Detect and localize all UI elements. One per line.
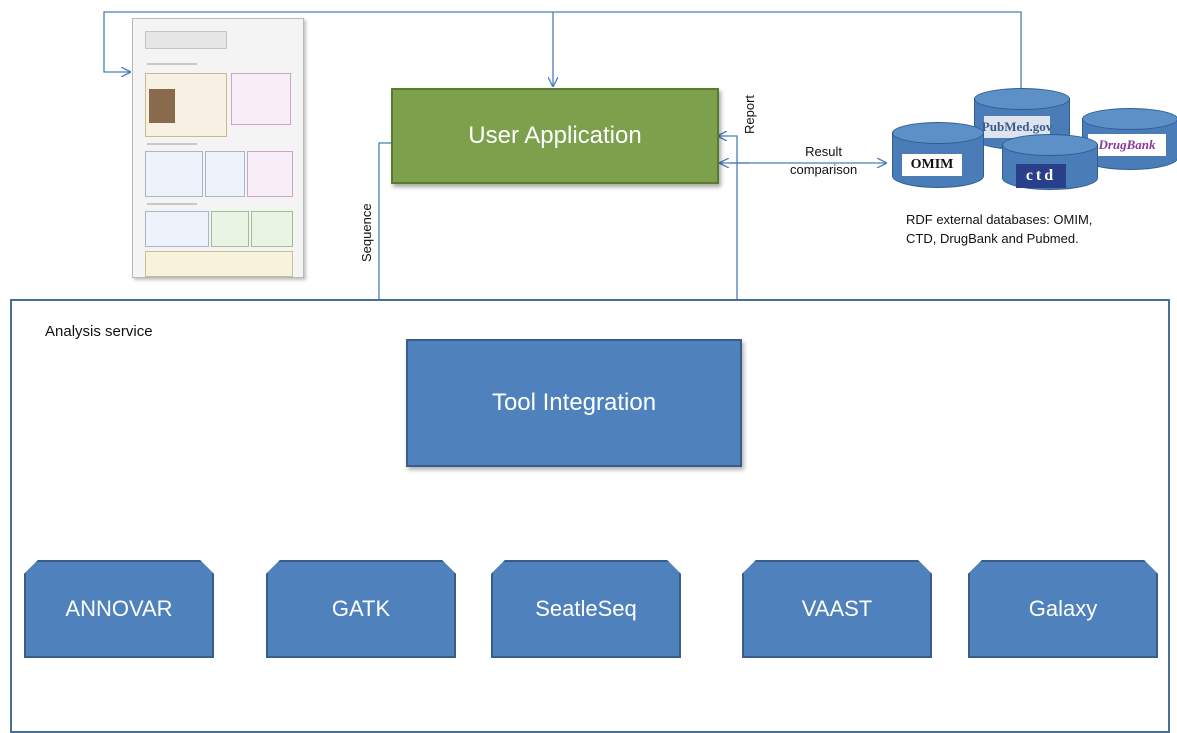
report-thumbnail [132, 18, 304, 278]
analysis-service-title: Analysis service [45, 323, 153, 340]
report-line [718, 136, 738, 299]
tool-annovar: ANNOVAR [24, 560, 214, 658]
databases-caption: RDF external databases: OMIM, CTD, DrugB… [906, 212, 1093, 246]
omim-database: OMIM [892, 122, 984, 188]
tool-vaast: VAAST [742, 560, 932, 658]
tool-seatleseq-label: SeatleSeq [535, 596, 637, 621]
tool-integration-box: Tool Integration [406, 339, 742, 467]
tool-integration-label: Tool Integration [491, 389, 657, 416]
top-feedback-line [103, 11, 1022, 112]
result-comparison-label: Result comparison [790, 144, 858, 177]
tool-annovar-label: ANNOVAR [65, 596, 173, 621]
ctd-logo: ctd [1016, 164, 1066, 188]
tool-gatk: GATK [266, 560, 456, 658]
report-label: Report [742, 94, 757, 134]
pubmed-database: PubMed.gov [974, 88, 1070, 150]
tool-vaast-label: VAAST [801, 596, 873, 621]
tool-galaxy: Galaxy [968, 560, 1158, 658]
drugbank-logo: DrugBank [1088, 134, 1166, 156]
tool-galaxy-label: Galaxy [1028, 596, 1098, 621]
omim-logo: OMIM [902, 154, 962, 176]
user-application-label: User Application [468, 122, 642, 149]
pubmed-logo: PubMed.gov [982, 116, 1052, 138]
tool-gatk-label: GATK [331, 596, 391, 621]
user-application-box: User Application [391, 88, 719, 184]
tool-seatleseq: SeatleSeq [491, 560, 681, 658]
sequence-label: Sequence [359, 203, 374, 262]
ctd-database: ctd [1002, 134, 1098, 190]
sequence-line [378, 142, 391, 299]
